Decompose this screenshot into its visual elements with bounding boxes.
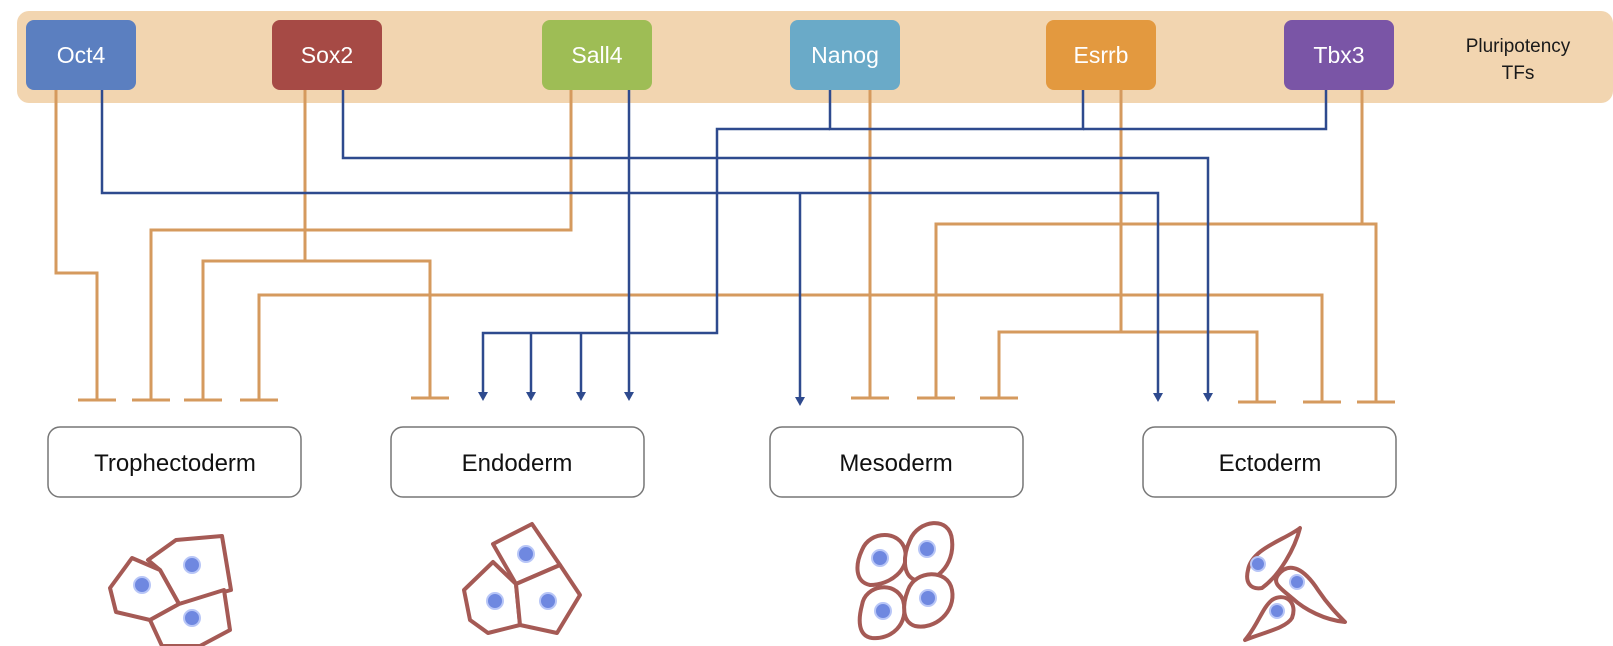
- lineage-mesoderm-box: [769, 426, 1024, 498]
- tf-oct4-label: Oct4: [57, 42, 106, 68]
- mesoderm-cells-icon: [855, 521, 955, 641]
- repression-edges: [54, 90, 1378, 402]
- edge-sall4-trophectoderm: [149, 90, 573, 400]
- lineage-mesoderm-label: Mesoderm: [839, 450, 952, 477]
- tf-sox2-box: [272, 20, 382, 90]
- tf-sox2-label: Sox2: [301, 42, 353, 68]
- tf-esrrb-label: Esrrb: [1074, 42, 1129, 68]
- pluripotency-label-line1: Pluripotency: [1466, 36, 1571, 57]
- lineage-endoderm: Endoderm: [390, 426, 645, 498]
- edge-sox2-ectoderm: [341, 90, 1210, 393]
- lineage-trophectoderm-box: [47, 426, 302, 498]
- edge-tbx3-ectoderm: [1362, 222, 1378, 402]
- tf-oct4: Oct4: [26, 20, 136, 90]
- arrowhead-endoderm-3: [576, 392, 586, 401]
- tf-nanog-box: [790, 20, 900, 90]
- arrowhead-ectoderm-2: [1203, 393, 1213, 402]
- edge-tbx3-bus: [1083, 90, 1328, 131]
- lineage-ectoderm: Ectoderm: [1142, 426, 1397, 498]
- lineage-mesoderm: Mesoderm: [769, 426, 1024, 498]
- tf-sall4: Sall4: [542, 20, 652, 90]
- edge-bus-to-endoderm: [481, 127, 830, 392]
- edge-oct4-trophectoderm: [54, 90, 99, 400]
- lineage-endoderm-box: [390, 426, 645, 498]
- tf-esrrb: Esrrb: [1046, 20, 1156, 90]
- edge-long-trophectoderm-ectoderm: [257, 293, 1324, 402]
- arrowhead-ectoderm-1: [1153, 393, 1163, 402]
- edge-nanog-esrrb-tbx3-bus: [828, 90, 1085, 131]
- lineage-ectoderm-label: Ectoderm: [1219, 450, 1322, 477]
- tf-sox2: Sox2: [272, 20, 382, 90]
- edge-esrrb-mesoderm-ectoderm: [997, 330, 1259, 402]
- ectoderm-cells-icon: [1243, 526, 1347, 642]
- tf-sall4-label: Sall4: [571, 42, 622, 68]
- activation-arrowheads: [478, 392, 1213, 406]
- arrowhead-endoderm-1: [478, 392, 488, 401]
- tf-tbx3-box: [1284, 20, 1394, 90]
- pluripotency-label-line2: TFs: [1502, 63, 1535, 84]
- lineage-trophectoderm: Trophectoderm: [47, 426, 302, 498]
- lineage-ectoderm-box: [1142, 426, 1397, 498]
- edge-sox2-trophectoderm-endoderm: [201, 259, 432, 400]
- tf-tbx3: Tbx3: [1284, 20, 1394, 90]
- repression-bars: [78, 396, 1395, 404]
- tf-nanog-label: Nanog: [811, 42, 879, 68]
- tf-esrrb-box: [1046, 20, 1156, 90]
- tf-nanog: Nanog: [790, 20, 900, 90]
- endoderm-cells-icon: [462, 522, 582, 635]
- lineage-endoderm-label: Endoderm: [462, 450, 573, 477]
- activation-edges: [100, 90, 1328, 397]
- arrowhead-mesoderm: [795, 397, 805, 406]
- tf-tbx3-label: Tbx3: [1313, 42, 1364, 68]
- arrowhead-endoderm-4: [624, 392, 634, 401]
- edge-tbx3-mesoderm-ectoderm: [934, 90, 1364, 398]
- tf-sall4-box: [542, 20, 652, 90]
- arrowhead-endoderm-2: [526, 392, 536, 401]
- tf-oct4-box: [26, 20, 136, 90]
- lineage-trophectoderm-label: Trophectoderm: [94, 450, 256, 477]
- trophectoderm-cells-icon: [108, 534, 233, 646]
